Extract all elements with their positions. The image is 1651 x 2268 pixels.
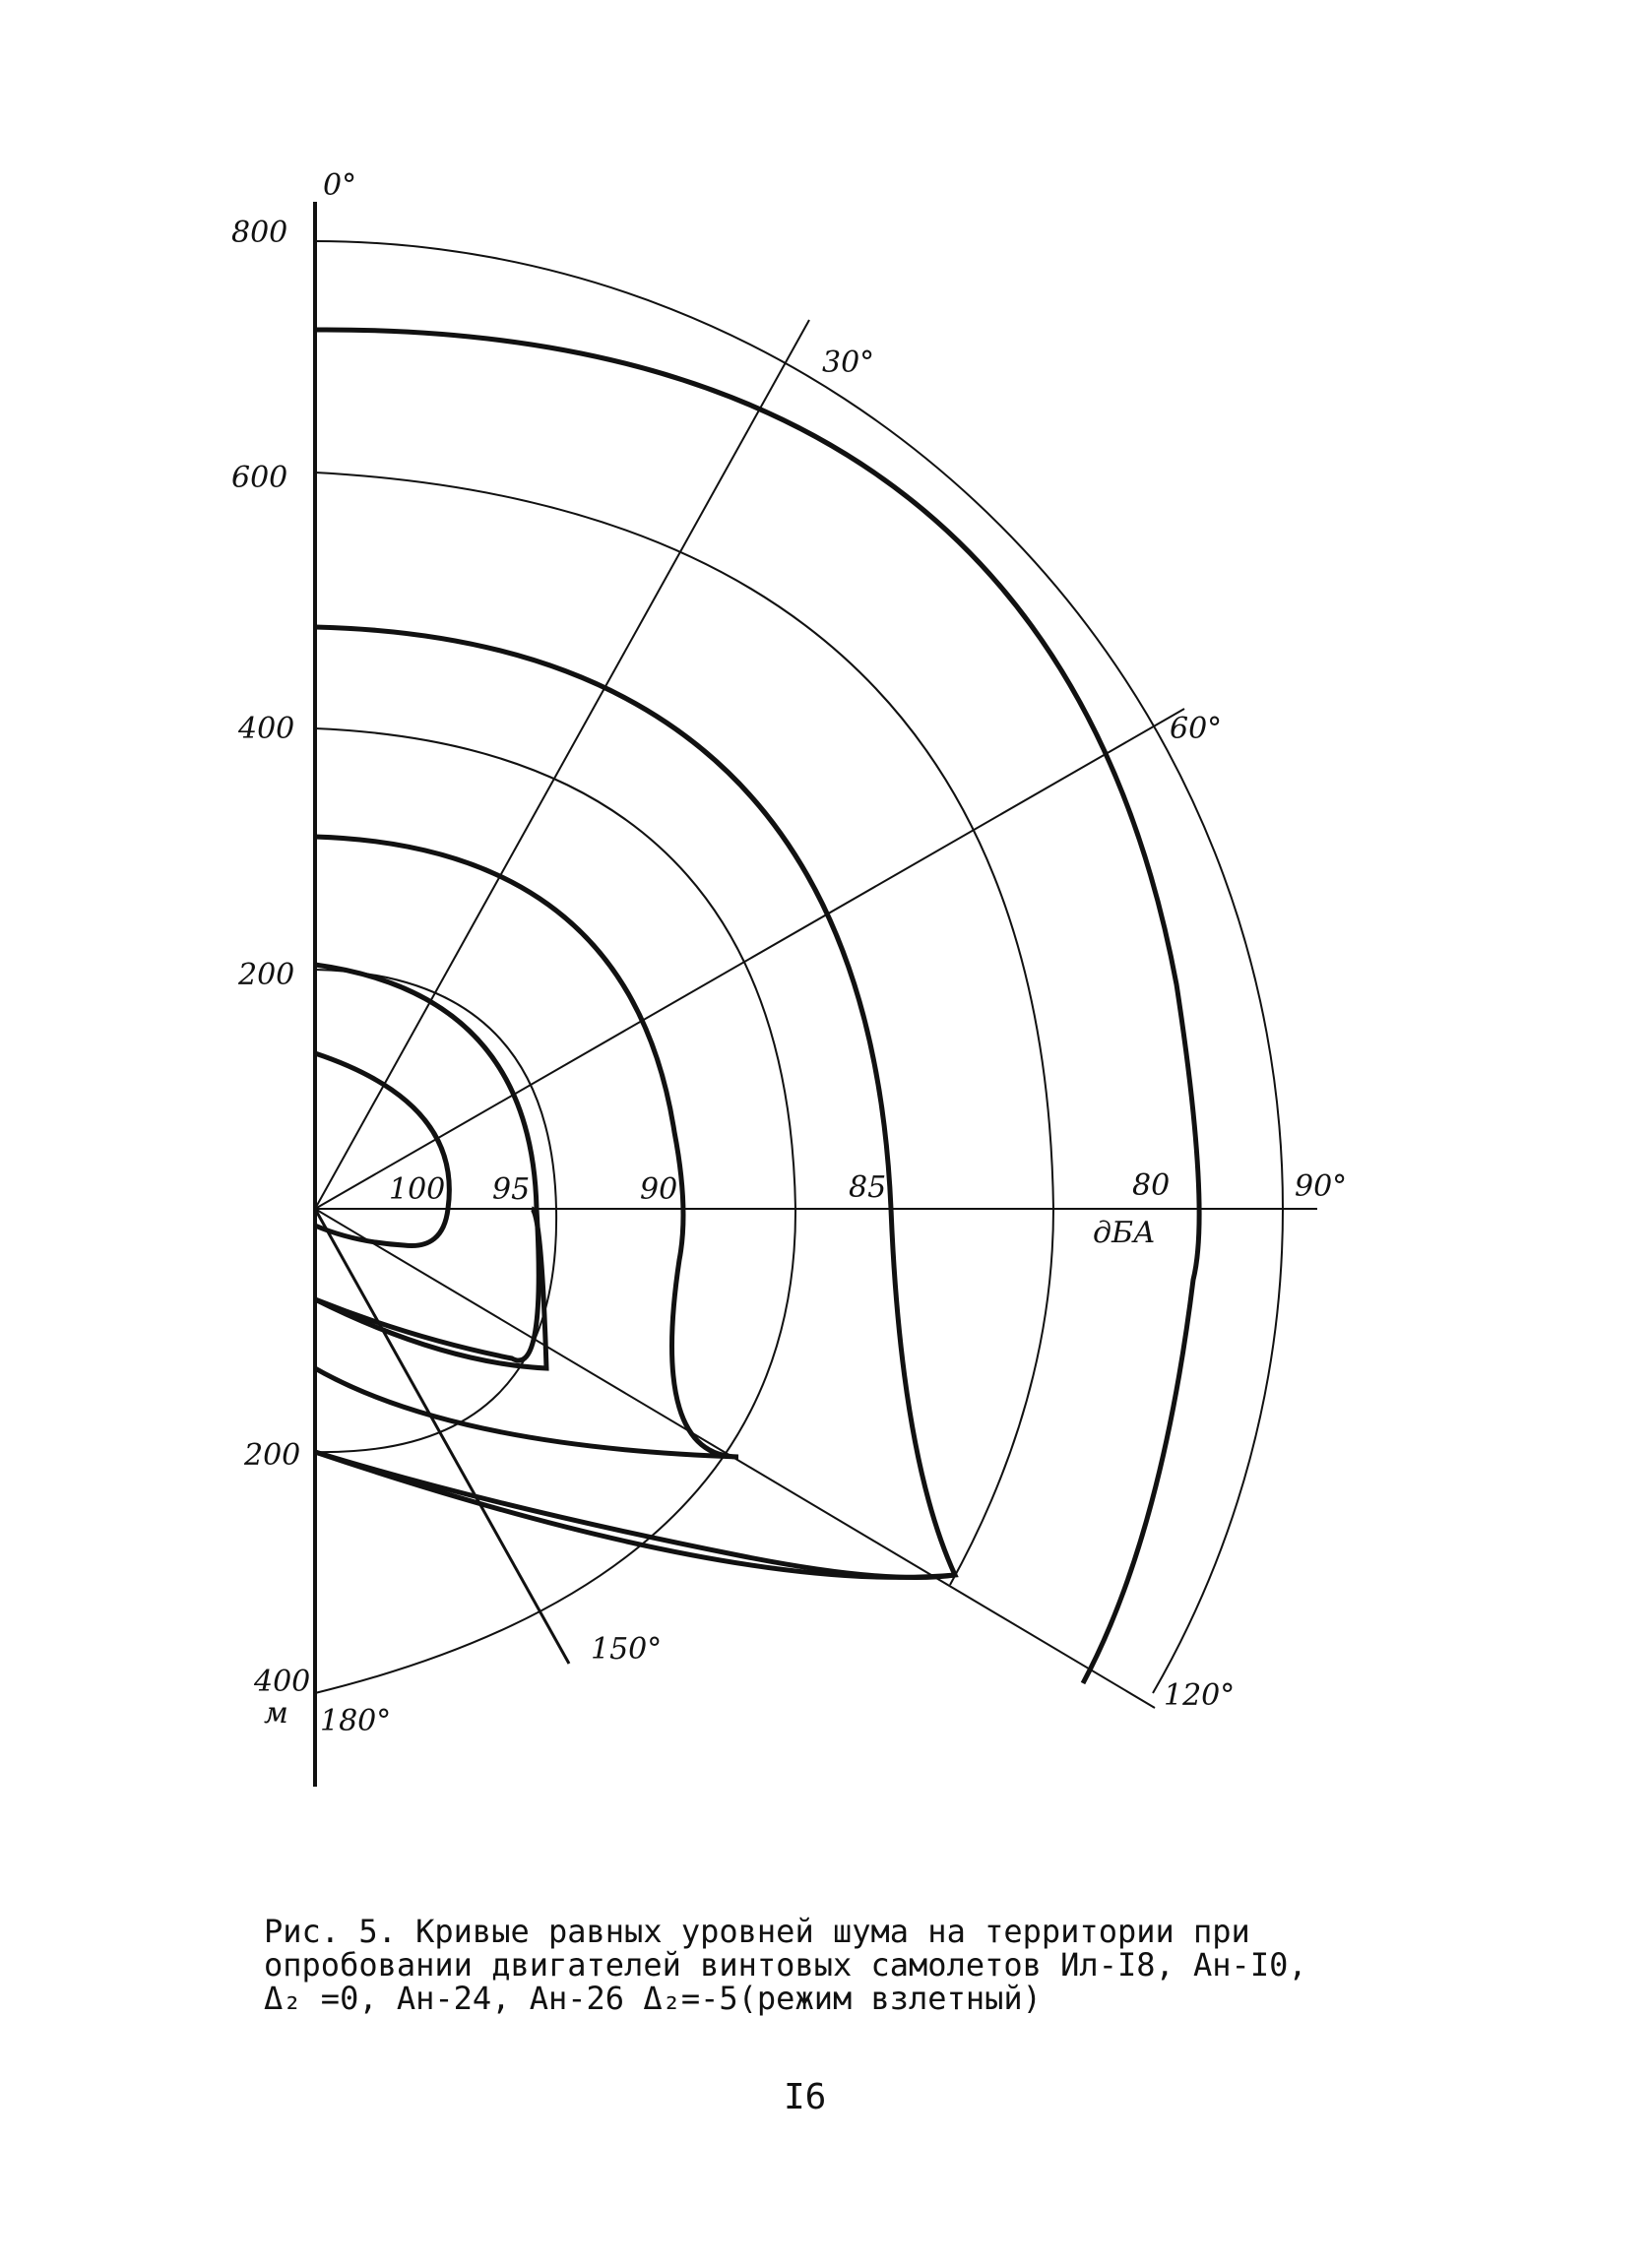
reference-arc-800	[314, 240, 1285, 1694]
distance-label: 200	[243, 1438, 300, 1473]
angle-label: 0°	[323, 168, 356, 203]
contour-95b	[313, 1206, 549, 1371]
radial-line-150	[313, 1208, 571, 1665]
distance-unit-label: м	[264, 1696, 288, 1731]
level-unit-label: дБА	[1093, 1216, 1156, 1250]
level-label: 85	[849, 1170, 886, 1205]
distance-label: 200	[237, 958, 294, 992]
angle-label: 120°	[1164, 1678, 1235, 1713]
contour-100	[314, 1050, 452, 1249]
distance-label: 600	[231, 461, 287, 495]
figure-caption: Рис. 5. Кривые равных уровней шума на те…	[264, 1915, 1544, 2015]
distance-label: 400	[237, 712, 294, 746]
level-label: 100	[389, 1172, 445, 1207]
angle-label: 180°	[320, 1704, 391, 1738]
reference-arc-200	[314, 969, 558, 1454]
level-label: 90	[640, 1172, 677, 1207]
level-label: 80	[1132, 1168, 1170, 1203]
angle-label: 30°	[822, 346, 874, 380]
reference-arc-400	[314, 727, 797, 1694]
contour-95	[314, 962, 541, 1363]
distance-label: 800	[231, 216, 287, 250]
contour-90	[313, 834, 739, 1460]
distance-label: 400	[253, 1665, 310, 1699]
page-number: I6	[784, 2077, 827, 2117]
angle-label: 60°	[1170, 712, 1222, 746]
contour-80	[314, 327, 1202, 1685]
polar-noise-diagram: 800 600 400 200 200 400 м 0° 30° 60° 90°…	[231, 168, 1347, 1787]
caption-line: Рис. 5. Кривые равных уровней шума на те…	[264, 1913, 1250, 1950]
angle-label: 150°	[591, 1632, 662, 1667]
level-label: 95	[492, 1172, 530, 1207]
radial-line-60	[314, 708, 1185, 1210]
radial-line-30	[314, 319, 810, 1210]
contour-85-inner	[314, 1449, 956, 1580]
angle-label: 90°	[1295, 1169, 1347, 1204]
reference-arc-600	[314, 472, 1055, 1586]
caption-line: Δ₂ =0, Ан-24, Ан-26 Δ₂=-5(режим взлетный…	[264, 1980, 1042, 2017]
caption-line: опробовании двигателей винтовых самолето…	[264, 1946, 1307, 1984]
contour-85	[314, 624, 959, 1580]
